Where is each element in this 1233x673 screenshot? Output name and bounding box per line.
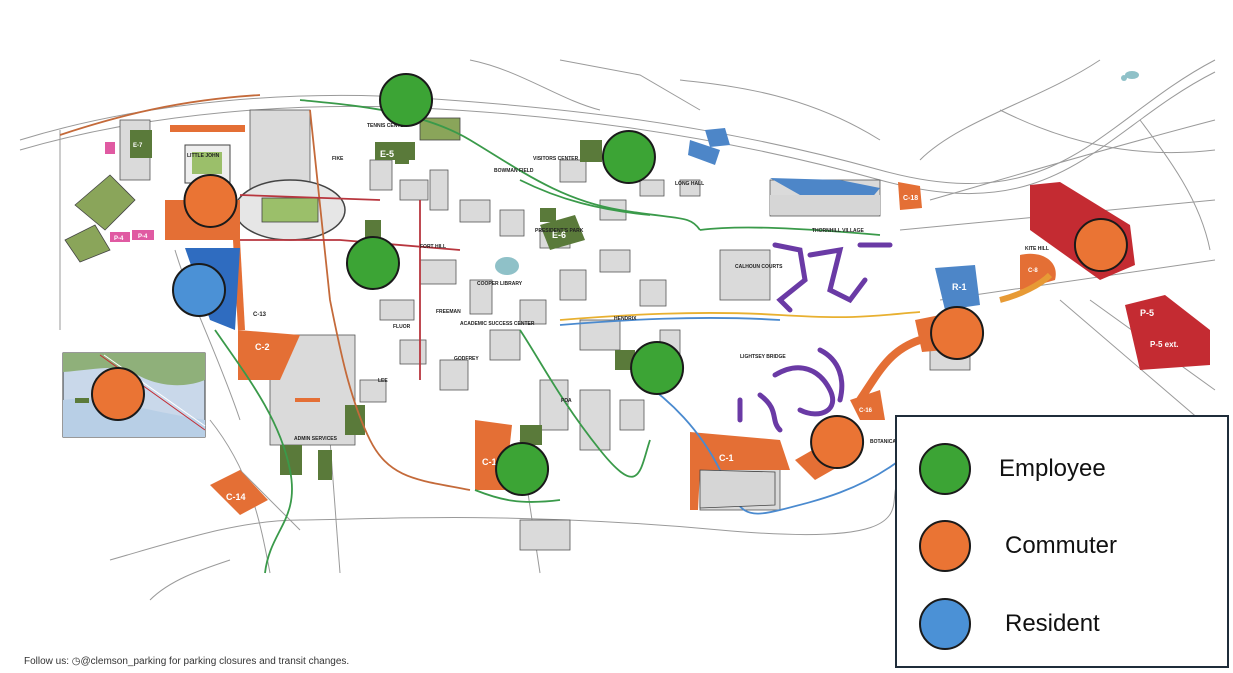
legend-label-resident: Resident (1005, 610, 1100, 637)
place-admin-services: ADMIN SERVICES (294, 436, 338, 442)
lot-label-p4a: P-4 (114, 236, 124, 242)
legend-item-resident: Resident (917, 596, 1217, 656)
place-fluor: FLUOR (393, 324, 411, 330)
lot-labels: C-2 C-1 C-1 C-14 C-18 C-16 C-8 R-1 P-5 P… (114, 143, 1178, 502)
place-fike: FIKE (332, 156, 344, 162)
lot-labels-dark: C-13 (253, 312, 267, 318)
legend-swatch-commuter (919, 520, 971, 572)
place-cooper: COOPER LIBRARY (477, 281, 523, 287)
place-long-hall: LONG HALL (675, 181, 704, 187)
place-kite-hill: KITE HILL (1025, 246, 1049, 252)
lot-label-e7: E-7 (133, 143, 143, 149)
lot-label-c14: C-14 (226, 492, 246, 502)
commuter-marker-2[interactable] (1073, 218, 1128, 273)
place-presidents-park: PRESIDENT'S PARK (535, 228, 584, 234)
street-network (19, 59, 1216, 601)
lot-label-e6: E-6 (552, 230, 566, 240)
commuter-lots (165, 125, 1056, 515)
athletic-fields (64, 117, 461, 263)
legend-label-commuter: Commuter (1005, 532, 1118, 559)
place-thornhill: THORNHILL VILLAGE (812, 228, 865, 234)
employee-marker-5[interactable] (495, 442, 550, 497)
employee-marker-1[interactable] (379, 73, 434, 128)
legend-swatch-employee (919, 443, 971, 495)
place-godfrey: GODFREY (454, 356, 479, 362)
legend-label-employee: Employee (999, 455, 1106, 482)
lot-c1-interior (699, 195, 880, 509)
footer-suffix: for parking closures and transit changes… (166, 656, 350, 667)
place-tennis: TENNIS CENTER (367, 123, 408, 129)
lot-label-p5ext: P-5 ext. (1150, 340, 1178, 349)
place-calhoun-courts: CALHOUN COURTS (735, 264, 783, 270)
employee-marker-3[interactable] (345, 236, 400, 291)
lot-label-p4b: P-4 (138, 234, 148, 240)
footer: Follow us: ◷@clemson_parking for parking… (24, 656, 349, 667)
place-academic-success: ACADEMIC SUCCESS CENTER (460, 321, 535, 327)
lot-label-c1: C-1 (719, 453, 734, 463)
commuter-marker-3[interactable] (930, 306, 985, 361)
lot-label-c1b: C-1 (482, 457, 497, 467)
resident-marker-1[interactable] (172, 262, 227, 317)
place-bowman: BOWMAN FIELD (494, 168, 534, 174)
parking-markers (90, 73, 1128, 497)
lot-label-c13: C-13 (253, 312, 267, 318)
transit-routes (59, 94, 921, 574)
legend-item-commuter: Commuter (917, 518, 1217, 578)
inset-map (62, 352, 206, 438)
commuter-marker-5[interactable] (90, 366, 145, 421)
place-pda: PDA (561, 398, 572, 404)
place-labels: LITTLE JOHN FIKE BOWMAN FIELD PRESIDENT'… (187, 123, 1049, 445)
legend-item-employee: Employee (917, 441, 1217, 501)
lot-label-r1: R-1 (952, 282, 967, 292)
lot-label-c2: C-2 (255, 342, 270, 352)
lot-label-c8: C-8 (1028, 268, 1038, 274)
lot-label-p5: P-5 (1140, 308, 1154, 318)
place-lightsey: LIGHTSEY BRIDGE (740, 354, 786, 360)
red-lots (1030, 182, 1210, 370)
pink-lots (105, 142, 154, 242)
footer-handle[interactable]: @clemson_parking (80, 656, 167, 667)
resident-lots (185, 128, 980, 330)
instagram-icon[interactable]: ◷ (71, 656, 81, 667)
place-lee: LEE (378, 378, 388, 384)
footer-prefix: Follow us: (24, 656, 72, 667)
lot-label-c18: C-18 (903, 195, 918, 202)
place-visitors-center: VISITORS CENTER (533, 156, 579, 162)
legend: Employee Commuter Resident (895, 415, 1229, 668)
employee-marker-4[interactable] (630, 340, 685, 395)
housing-villages (737, 242, 893, 433)
commuter-marker-4[interactable] (810, 415, 865, 470)
employee-marker-2[interactable] (601, 130, 656, 185)
employee-lots (280, 140, 635, 480)
ponds (495, 71, 1139, 275)
place-hendrix: HENDRIX (614, 316, 637, 322)
place-fort-hill: FORT HILL (420, 244, 446, 250)
commuter-marker-1[interactable] (183, 173, 238, 228)
place-little-john: LITTLE JOHN (187, 153, 220, 159)
lot-label-c16: C-16 (859, 408, 873, 414)
place-freeman: FREEMAN (436, 309, 461, 315)
legend-swatch-resident (919, 598, 971, 650)
lot-label-e5: E-5 (380, 149, 394, 159)
